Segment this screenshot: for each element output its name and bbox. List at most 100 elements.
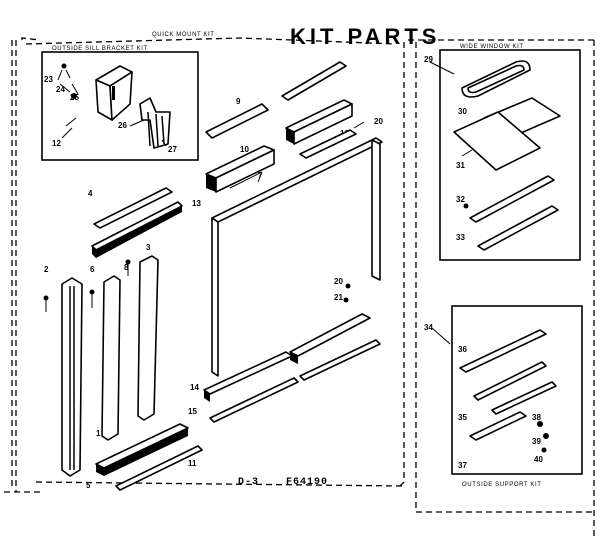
strip-33 <box>477 205 559 251</box>
panel-31-lower <box>453 111 541 171</box>
kit-parts-title: KIT PARTS <box>290 24 440 49</box>
side-panel-2 <box>61 277 83 477</box>
callout-20-top: 20 <box>374 117 383 126</box>
callout-1: 1 <box>96 429 101 438</box>
channel-upper-face <box>215 149 275 193</box>
callout-36: 36 <box>458 345 467 354</box>
nut-38-icon <box>537 421 543 427</box>
bottom-rail-14-end <box>204 390 210 402</box>
callout-11: 11 <box>188 459 197 468</box>
screw-icon <box>61 63 67 69</box>
side-panel-8 <box>101 275 121 441</box>
callout-31: 31 <box>456 161 465 170</box>
arrow-7 <box>229 171 263 189</box>
channel-6-face <box>96 206 182 258</box>
wide-window-kit-label: WIDE WINDOW KIT <box>460 44 524 50</box>
callout-6: 6 <box>90 265 95 274</box>
top-rail-lower <box>205 103 269 139</box>
callout-35: 35 <box>458 413 467 422</box>
callout-29: 29 <box>424 55 433 64</box>
callout-10: 10 <box>240 145 249 154</box>
callout-20: 20 <box>334 277 343 286</box>
quick-mount-kit-label: QUICK MOUNT KIT <box>152 32 215 38</box>
callout-27: 27 <box>168 145 177 154</box>
support-bar-35-lower <box>491 381 557 415</box>
mid-rail <box>299 129 357 159</box>
strip-5-end <box>96 464 104 476</box>
outside-support-kit-label: OUTSIDE SUPPORT KIT <box>462 482 542 488</box>
outside-sill-bracket-kit-label: OUTSIDE SILL BRACKET KIT <box>52 46 148 52</box>
main-kit-frame <box>21 37 405 487</box>
callout-9: 9 <box>236 97 241 106</box>
sill-bracket-slot <box>112 86 115 100</box>
channel-6-end <box>92 246 96 258</box>
callout-40: 40 <box>534 455 543 464</box>
callout-4: 4 <box>88 189 93 198</box>
sill-leaders <box>129 119 167 147</box>
strip-32 <box>469 175 555 223</box>
screw-20-icon <box>345 283 351 289</box>
support-bar-36 <box>459 329 547 373</box>
leader-31 <box>461 149 473 157</box>
gasket-loop-inner <box>467 64 525 94</box>
sill-bracket-side <box>109 71 133 121</box>
bottom-rail-15 <box>209 377 299 423</box>
page-number: D-3 <box>238 477 259 488</box>
callout-14: 14 <box>190 383 199 392</box>
callout-3: 3 <box>146 243 151 252</box>
callout-7: 7 <box>258 171 263 180</box>
support-bar-35-upper <box>473 361 547 401</box>
callout-39: 39 <box>532 437 541 446</box>
top-rail-upper <box>281 61 347 101</box>
bottom-rail-upper-right <box>289 313 371 357</box>
outside-sill-bracket-box <box>41 51 199 161</box>
strip-11 <box>115 445 203 491</box>
callout-21: 21 <box>334 293 343 302</box>
outside-support-kit-box <box>451 305 583 475</box>
hardware-leaders <box>59 83 79 95</box>
leader-34 <box>431 327 451 345</box>
channel-upper-end <box>206 174 216 192</box>
wide-window-kit-box <box>439 49 581 261</box>
side-panel-3 <box>137 255 159 421</box>
callout-24: 24 <box>56 85 65 94</box>
nut-icon <box>71 93 77 99</box>
callout-12: 12 <box>52 139 61 148</box>
strip-5-face <box>104 428 188 476</box>
callout-33: 33 <box>456 233 465 242</box>
screw-shank <box>57 69 71 81</box>
callout-2: 2 <box>44 265 49 274</box>
sill-brace <box>139 97 171 149</box>
callout-23: 23 <box>44 75 53 84</box>
leader-line <box>61 117 77 139</box>
callout-13-frame: 13 <box>192 199 201 208</box>
screw-mid-icon <box>89 289 95 295</box>
callout-37: 37 <box>458 461 467 470</box>
screw-upper-icon <box>125 259 131 265</box>
callout-34: 34 <box>424 323 433 332</box>
frame-right-post <box>371 139 381 281</box>
bottom-rail-thin-right <box>299 339 381 381</box>
frame-left-post <box>211 217 219 377</box>
callout-15: 15 <box>188 407 197 416</box>
sill-brace-ribs <box>147 111 165 147</box>
leader-16 <box>353 121 365 129</box>
leader-29 <box>429 61 455 75</box>
callout-38: 38 <box>532 413 541 422</box>
channel-right-end <box>286 128 294 144</box>
bottom-rail-upper-right-end <box>290 352 298 364</box>
callout-5: 5 <box>86 481 91 490</box>
part-code: F64190 <box>286 477 328 488</box>
callout-25: 25 <box>70 93 79 102</box>
bottom-rail-14 <box>203 351 293 395</box>
callout-30: 30 <box>458 107 467 116</box>
right-kits-frame <box>408 39 595 540</box>
left-dashed-edge <box>11 40 17 492</box>
callout-8: 8 <box>124 263 129 272</box>
callout-32: 32 <box>456 195 465 204</box>
screw-40-icon <box>541 447 547 453</box>
rail-4 <box>93 187 173 229</box>
support-bar-37 <box>469 411 527 441</box>
